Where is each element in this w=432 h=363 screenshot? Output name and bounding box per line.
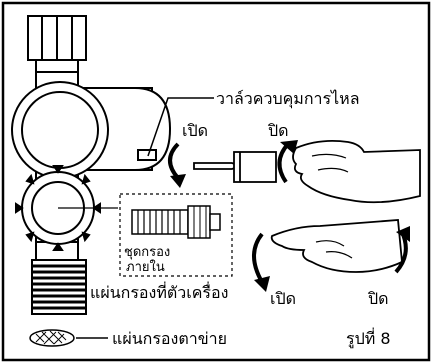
inner-filter-label-line2: ภายใน bbox=[126, 259, 165, 275]
open-top-label: เปิด bbox=[182, 121, 208, 140]
open-bottom-label: เปิด bbox=[270, 289, 296, 308]
mesh-filter-label: แผ่นกรองตาข่าย bbox=[112, 329, 227, 348]
rotate-arrow-icon bbox=[168, 142, 180, 180]
flow-control-knob bbox=[137, 149, 157, 161]
rotate-arrow-icon bbox=[396, 226, 410, 242]
valve-assembly bbox=[11, 15, 172, 315]
figure-number: รูปที่ 8 bbox=[346, 327, 391, 349]
hand-icon bbox=[292, 139, 421, 204]
rotate-arrow-icon bbox=[277, 142, 290, 184]
threaded-outlet bbox=[31, 259, 87, 315]
flow-valve-leader bbox=[147, 97, 214, 157]
body-filter-label: แผ่นกรองที่ตัวเครื่อง bbox=[90, 281, 228, 302]
rotate-arrow-icon bbox=[254, 276, 270, 292]
close-top-label: ปิด bbox=[268, 121, 289, 140]
inner-filter-cartridge bbox=[131, 205, 221, 239]
close-bottom-label: ปิด bbox=[368, 289, 389, 308]
valve-disc bbox=[11, 81, 109, 179]
inner-filter-label-line1: ชุดกรอง bbox=[124, 245, 170, 260]
screwdriver-icon bbox=[193, 151, 277, 183]
rotate-arrow-icon bbox=[280, 140, 298, 154]
mesh-disc-icon bbox=[29, 329, 75, 347]
hand-icon bbox=[270, 219, 403, 273]
rotate-arrow-icon bbox=[170, 174, 186, 188]
inner-filter-box bbox=[119, 193, 233, 277]
rotate-arrow-icon bbox=[252, 232, 264, 283]
flow-valve-label: วาล์วควบคุมการไหล bbox=[216, 89, 360, 109]
